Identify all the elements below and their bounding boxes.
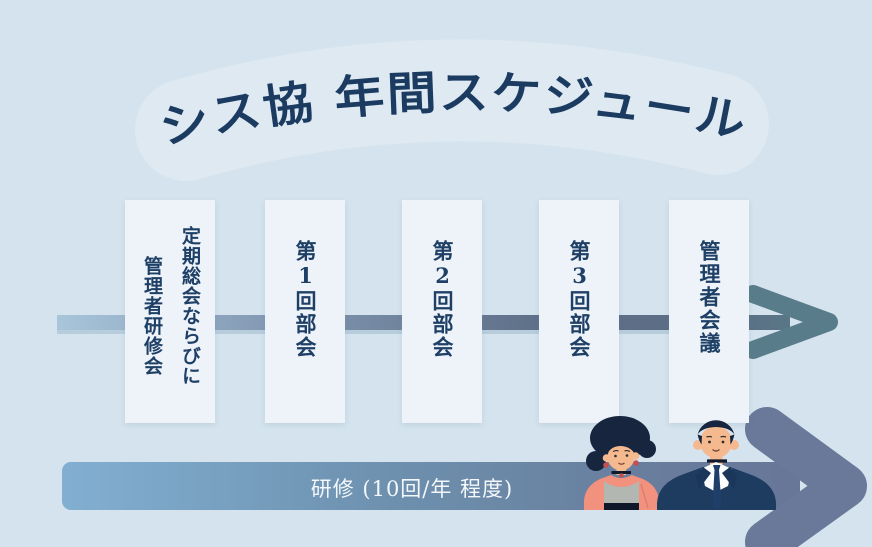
man-lapel-right: [722, 467, 737, 489]
training-arrow-label: 研修 (10回/年 程度): [310, 477, 514, 501]
title-band: [135, 39, 769, 181]
woman-pendant: [619, 473, 624, 478]
woman-hair-puff: [638, 440, 656, 458]
woman-eye-right: [625, 454, 629, 457]
event-label: 定期総会ならびに 管理者研修会: [133, 200, 215, 386]
woman-hair-bun: [586, 451, 606, 471]
event-label: 第2回部会: [430, 240, 455, 359]
man-tie: [712, 470, 722, 510]
man-sideburn-left: [697, 434, 702, 445]
event-label: 第1回部会: [293, 240, 318, 359]
event-card-bukai-2: 第2回部会: [402, 200, 482, 423]
woman-neck: [616, 466, 626, 475]
woman-hair: [590, 416, 650, 460]
man-illustration: [657, 420, 776, 510]
training-arrowhead-icon: [745, 407, 867, 547]
woman-eye-left: [614, 454, 617, 458]
event-card-admin-meeting: 管理者会議: [669, 200, 749, 423]
woman-earring-left: [603, 462, 609, 468]
man-brow-right: [720, 435, 727, 438]
man-lapel-left: [696, 467, 711, 489]
woman-illustration: [584, 416, 659, 510]
event-label: 第3回部会: [567, 240, 592, 359]
woman-smile: [618, 462, 625, 465]
man-sideburn-right: [730, 434, 735, 445]
woman-belt: [604, 503, 639, 510]
woman-fringe: [607, 441, 635, 453]
event-card-bukai-3: 第3回部会: [539, 200, 619, 423]
event-card-general-meeting: 定期総会ならびに 管理者研修会: [125, 200, 215, 423]
woman-brow-left: [612, 450, 619, 452]
event-card-bukai-1: 第1回部会: [265, 200, 345, 423]
man-eye-right: [721, 440, 725, 444]
event-label: 管理者会議: [697, 240, 722, 355]
man-tie-knot: [713, 465, 721, 470]
event-label-line1: 定期総会ならびに: [179, 226, 201, 386]
man-smile: [712, 448, 720, 452]
man-hair: [697, 420, 735, 435]
woman-top: [604, 481, 639, 510]
woman-brow-right: [624, 450, 631, 452]
woman-earring-right: [633, 460, 639, 466]
man-brow-left: [706, 435, 713, 438]
woman-cardigan-seam: [640, 483, 649, 509]
event-label-line2: 管理者研修会: [141, 256, 163, 376]
timeline-arrowhead-icon: [744, 285, 838, 359]
man-eye-left: [708, 440, 711, 444]
man-face: [700, 426, 732, 458]
